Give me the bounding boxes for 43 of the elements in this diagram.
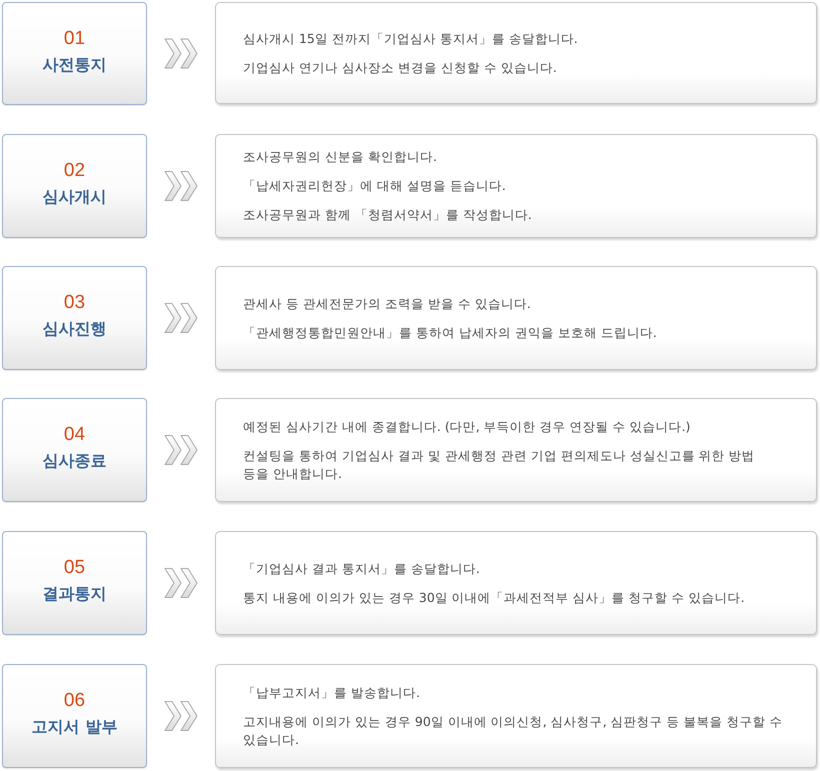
description-text: 컨설팅을 통하여 기업심사 결과 및 관세행정 관련 기업 편의제도나 성실신고를 위한 방법 등을 안내합니다.: [243, 446, 756, 482]
step-number: 04: [64, 424, 86, 446]
description-text: 통지 내용에 이의가 있는 경우 30일 이내에「과세전적부 심사」를 청구할 수 있습니다.: [243, 588, 745, 606]
description-box: [215, 2, 817, 104]
description-text: 고지내용에 이의가 있는 경우 90일 이내에 이의신청, 심사청구, 심판청구 등 불복을 청구할 수 있습니다.: [243, 712, 784, 748]
step-box: [2, 2, 147, 105]
step-title: 심사진행: [42, 318, 106, 340]
step-title: 사전통지: [42, 54, 106, 76]
description-text: 「납부고지서」를 발송합니다.: [243, 684, 420, 702]
step-number: 05: [64, 557, 86, 579]
description-box: [215, 398, 817, 502]
chevron-arrow: [164, 701, 198, 731]
chevron-arrow: [164, 38, 198, 68]
description-box: [215, 664, 817, 768]
description-text: 조사공무원의 신분을 확인합니다.: [243, 148, 437, 166]
step-number: 03: [64, 292, 86, 314]
description-text: 기업심사 연기나 심사장소 변경을 신청할 수 있습니다.: [243, 58, 557, 76]
step-title: 결과통지: [42, 583, 106, 605]
step-box: [2, 664, 147, 768]
step-box: [2, 531, 147, 635]
description-text: 「관세행정통합민원안내」를 통하여 납세자의 권익을 보호해 드립니다.: [243, 324, 657, 342]
description-box: [215, 266, 817, 370]
description-text: 「기업심사 결과 통지서」를 송달합니다.: [243, 560, 480, 578]
step-box: [2, 266, 147, 370]
chevron-arrow: [164, 435, 198, 465]
step-number: 02: [64, 160, 86, 182]
step-number: 06: [64, 690, 86, 712]
step-number: 01: [64, 28, 86, 50]
chevron-arrow: [164, 303, 198, 333]
description-text: 예정된 심사기간 내에 종결합니다. (다만, 부득이한 경우 연장될 수 있습니다.): [243, 418, 690, 436]
step-box: [2, 398, 147, 502]
description-text: 조사공무원과 함께 「청렴서약서」를 작성합니다.: [243, 206, 532, 224]
chevron-arrow: [164, 171, 198, 201]
chevron-arrow: [164, 568, 198, 598]
step-title: 심사개시: [42, 186, 106, 208]
description-text: 「납세자권리헌장」에 대해 설명을 듣습니다.: [243, 177, 506, 195]
description-text: 관세사 등 관세전문가의 조력을 받을 수 있습니다.: [243, 294, 531, 312]
step-box: [2, 134, 147, 238]
description-box: [215, 134, 817, 238]
step-title: 고지서 발부: [32, 716, 118, 738]
description-box: [215, 531, 817, 635]
description-text: 심사개시 15일 전까지「기업심사 통지서」를 송달합니다.: [243, 30, 578, 48]
step-title: 심사종료: [42, 450, 106, 472]
